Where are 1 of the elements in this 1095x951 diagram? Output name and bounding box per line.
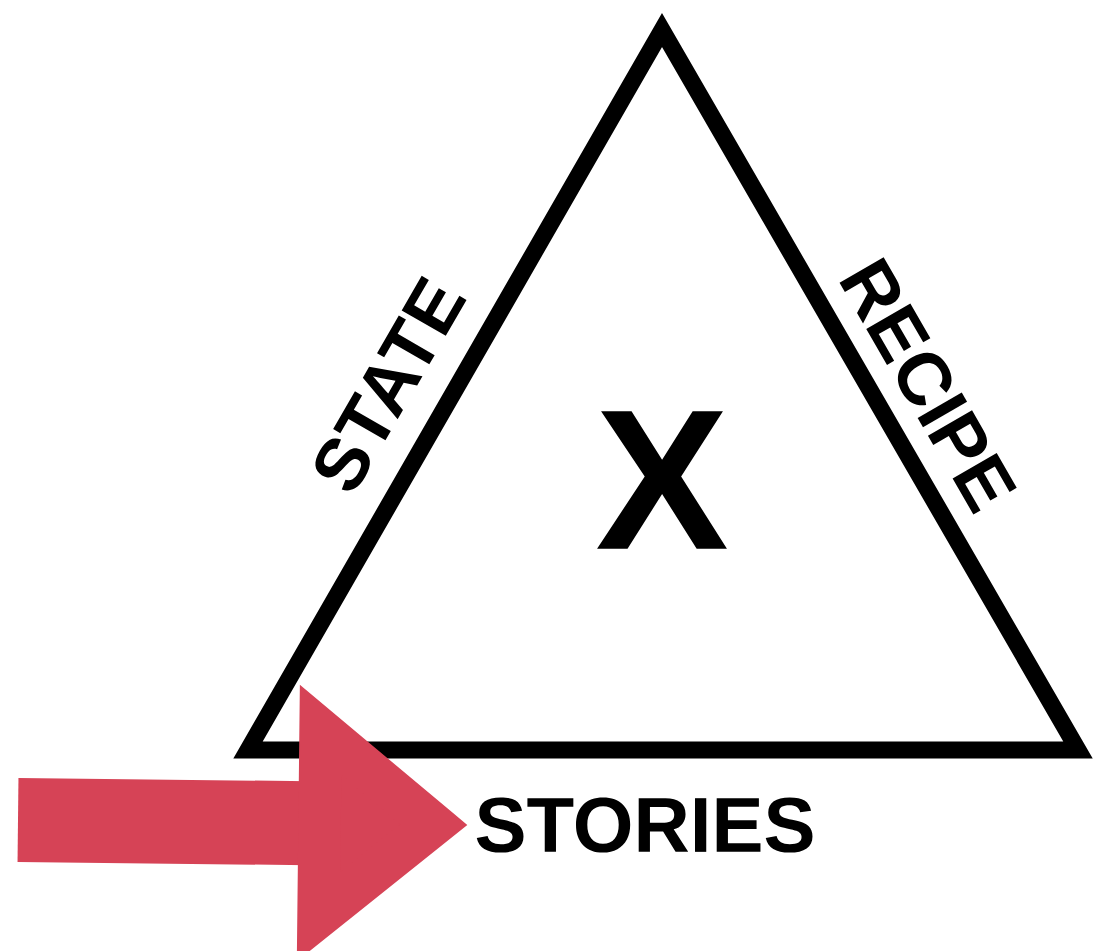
- side-label: STORIES: [476, 797, 813, 853]
